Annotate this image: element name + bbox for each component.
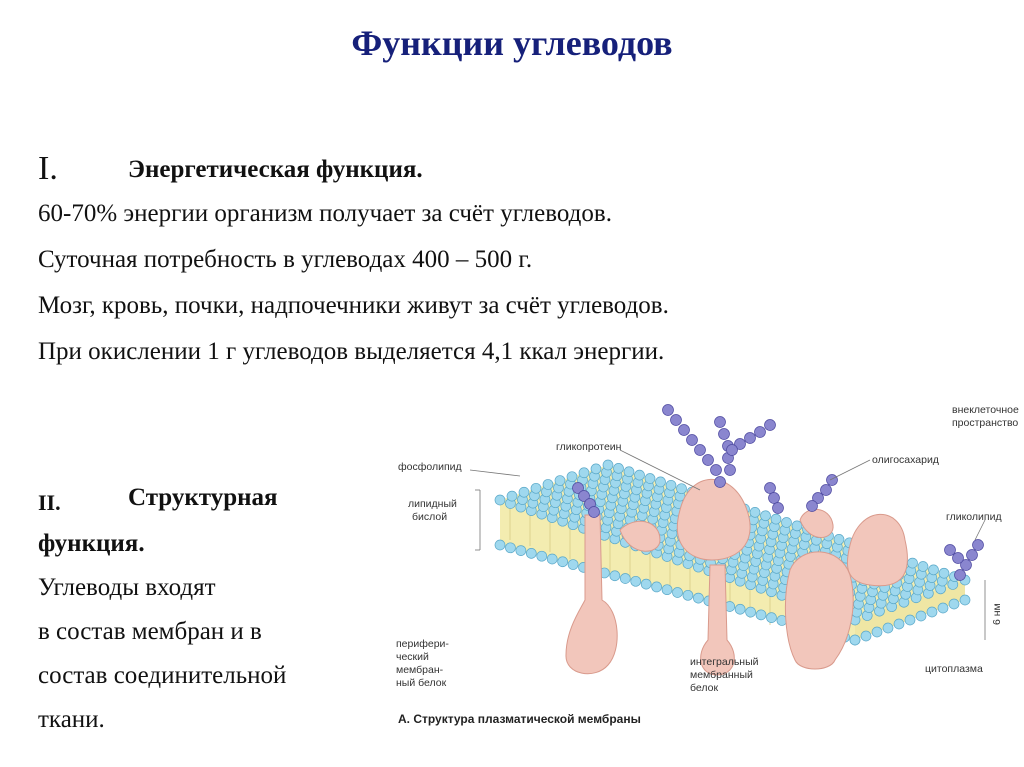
- label-oligosaccharide: олигосахарид: [872, 454, 939, 466]
- section2-line-3: состав соединительной: [38, 662, 287, 689]
- section2-line-1: Углеводы входят: [38, 574, 216, 601]
- label-cytoplasm: цитоплазма: [925, 663, 983, 675]
- section1-number: I.: [38, 150, 58, 187]
- membrane-diagram: внеклеточное пространство гликопротеин ф…: [396, 404, 1019, 726]
- oligosaccharide-chains: [572, 404, 984, 581]
- label-phospholipid: фосфолипид: [398, 461, 462, 473]
- label-extracellular-2: пространство: [952, 417, 1018, 429]
- integral-protein: [676, 478, 908, 676]
- section1-line-2: Суточная потребность в углеводах 400 – 5…: [38, 246, 533, 273]
- label-integral-1: интегральный: [690, 656, 759, 668]
- section1-line-3: Мозг, кровь, почки, надпочечники живут з…: [38, 292, 669, 319]
- section2-heading-cont: функция.: [38, 530, 145, 557]
- label-glycoprotein: гликопротеин: [556, 441, 622, 453]
- label-lipid-bilayer-2: бислой: [412, 511, 447, 523]
- label-glycolipid: гликолипид: [946, 511, 1002, 523]
- section2-line-2: в состав мембран и в: [38, 618, 262, 645]
- label-lipid-bilayer-1: липидный: [408, 498, 457, 510]
- section2-number: II.: [38, 490, 61, 515]
- peripheral-protein: [565, 514, 661, 675]
- label-peripheral-4: ный белок: [396, 677, 447, 689]
- section1-heading: Энергетическая функция.: [128, 156, 423, 183]
- section2-heading: Структурная: [128, 484, 278, 511]
- label-peripheral-3: мембран-: [396, 664, 444, 676]
- section2-line-4: ткани.: [38, 706, 105, 733]
- section1-line-4: При окислении 1 г углеводов выделяется 4…: [38, 338, 665, 365]
- label-thickness: 6 нм: [991, 603, 1003, 625]
- figure-caption: А. Структура плазматической мембраны: [398, 712, 641, 726]
- label-peripheral-2: ческий: [396, 651, 429, 663]
- section1-line-1: 60-70% энергии организм получает за счёт…: [38, 200, 612, 227]
- label-integral-2: мембранный: [690, 669, 753, 681]
- label-extracellular-1: внеклеточное: [952, 404, 1019, 416]
- slide-title: Функции углеводов: [351, 23, 673, 63]
- label-integral-3: белок: [690, 682, 718, 694]
- label-peripheral-1: перифери-: [396, 638, 449, 650]
